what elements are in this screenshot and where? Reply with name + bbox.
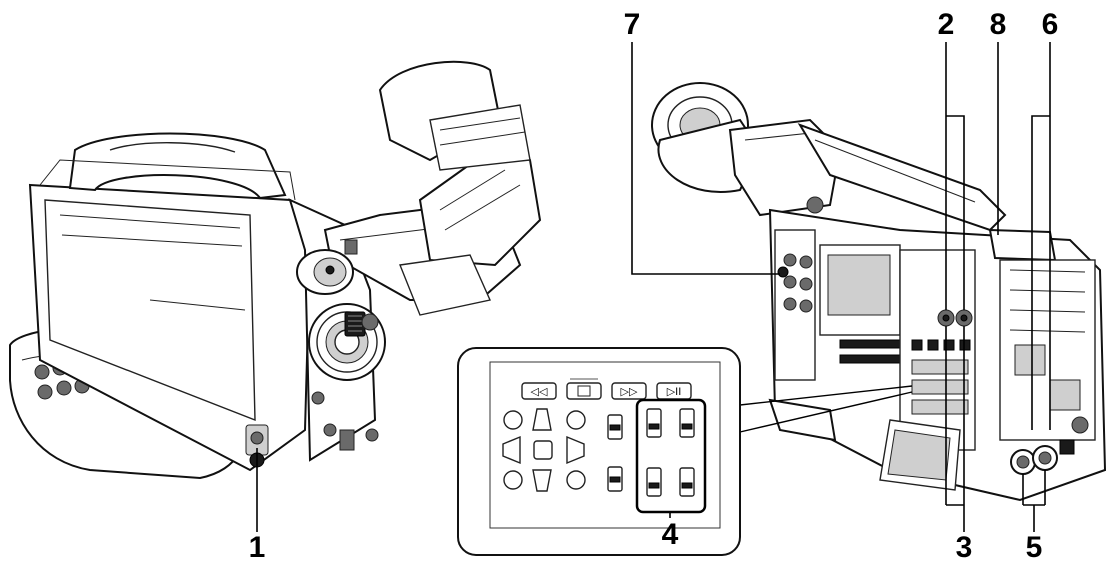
rear-xlr-inputs <box>1010 445 1058 475</box>
mic-holder <box>296 239 358 295</box>
lens-mount <box>308 303 386 381</box>
callout-5: 5 <box>1026 531 1043 562</box>
side-button-panel <box>774 229 816 381</box>
inset-control-panel: ◁◁ ▷▷ ▷II <box>457 347 913 556</box>
left-camera-front-view <box>9 60 542 480</box>
middle-switches <box>607 414 623 492</box>
callout-leaders <box>256 42 1051 532</box>
viewfinder-eyecup <box>378 60 542 267</box>
callout-4: 4 <box>662 518 679 551</box>
callout-labels: 1 2 3 4 5 6 7 8 <box>249 8 1059 562</box>
svg-text:◁◁: ◁◁ <box>531 386 548 398</box>
cursor-button-cluster <box>502 408 586 492</box>
highlighted-switch-group <box>635 398 707 514</box>
svg-text:▷II: ▷II <box>667 386 682 398</box>
callout-3: 3 <box>956 531 973 562</box>
callout-2: 2 <box>938 8 955 41</box>
transport-buttons: ◁◁ ▷▷ ▷II <box>521 378 692 400</box>
right-camera-rear-view <box>651 82 1107 502</box>
callout-1: 1 <box>249 531 266 562</box>
callout-7: 7 <box>624 8 641 41</box>
callout-6: 6 <box>1042 8 1059 41</box>
callout-8: 8 <box>990 8 1007 41</box>
svg-text:▷▷: ▷▷ <box>621 386 638 398</box>
